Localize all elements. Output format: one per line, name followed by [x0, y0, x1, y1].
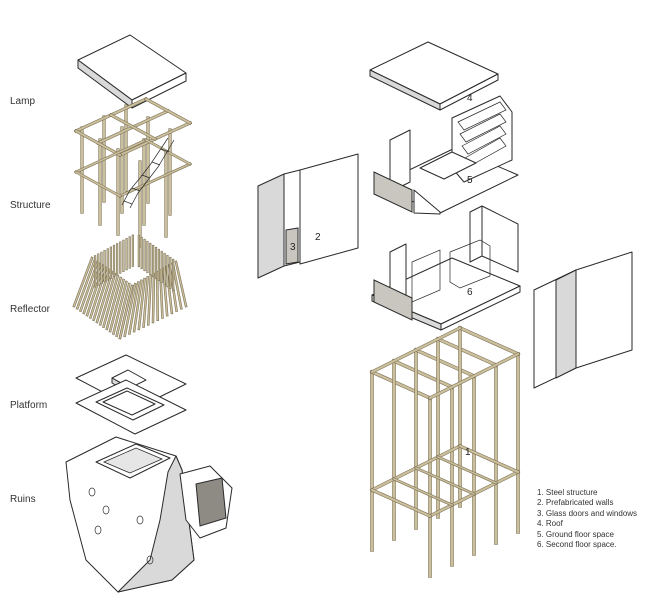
legend-item: 2. Prefabricated walls — [537, 498, 614, 508]
wall-panel-right — [533, 251, 633, 389]
roof-slab — [369, 41, 499, 111]
second-floor-module — [371, 205, 521, 331]
legend-item: 1. Steel structure — [537, 488, 598, 497]
label-structure: Structure — [10, 200, 51, 211]
structure-lattice — [73, 96, 193, 248]
platform-plates — [75, 354, 187, 435]
legend-item: 4. Roof — [537, 519, 563, 529]
lamp-slab — [77, 34, 187, 109]
callout-2: 2 — [315, 232, 321, 243]
structure-stair — [121, 137, 175, 209]
legend-list: 1. Steel structure 2. Prefabricated wall… — [537, 488, 637, 550]
callout-3: 3 — [290, 242, 296, 253]
label-platform: Platform — [10, 400, 48, 411]
wall-panel-left — [257, 153, 359, 279]
callout-6: 6 — [467, 287, 473, 298]
legend-item: 5. Ground floor space — [537, 529, 614, 539]
legend-item: 3. Glass doors and windows — [537, 508, 638, 518]
legend-item: 6. Second floor space. — [537, 540, 617, 550]
label-reflector: Reflector — [10, 304, 51, 315]
callout-4: 4 — [467, 93, 473, 104]
callout-5: 5 — [467, 175, 473, 186]
callout-1: 1 — [465, 447, 471, 458]
label-lamp: Lamp — [10, 96, 36, 107]
steel-structure-frame — [369, 325, 521, 578]
label-ruins: Ruins — [10, 494, 36, 505]
ruins-block — [65, 436, 233, 593]
reflector-slats — [72, 234, 188, 340]
ground-floor-module — [373, 95, 519, 215]
